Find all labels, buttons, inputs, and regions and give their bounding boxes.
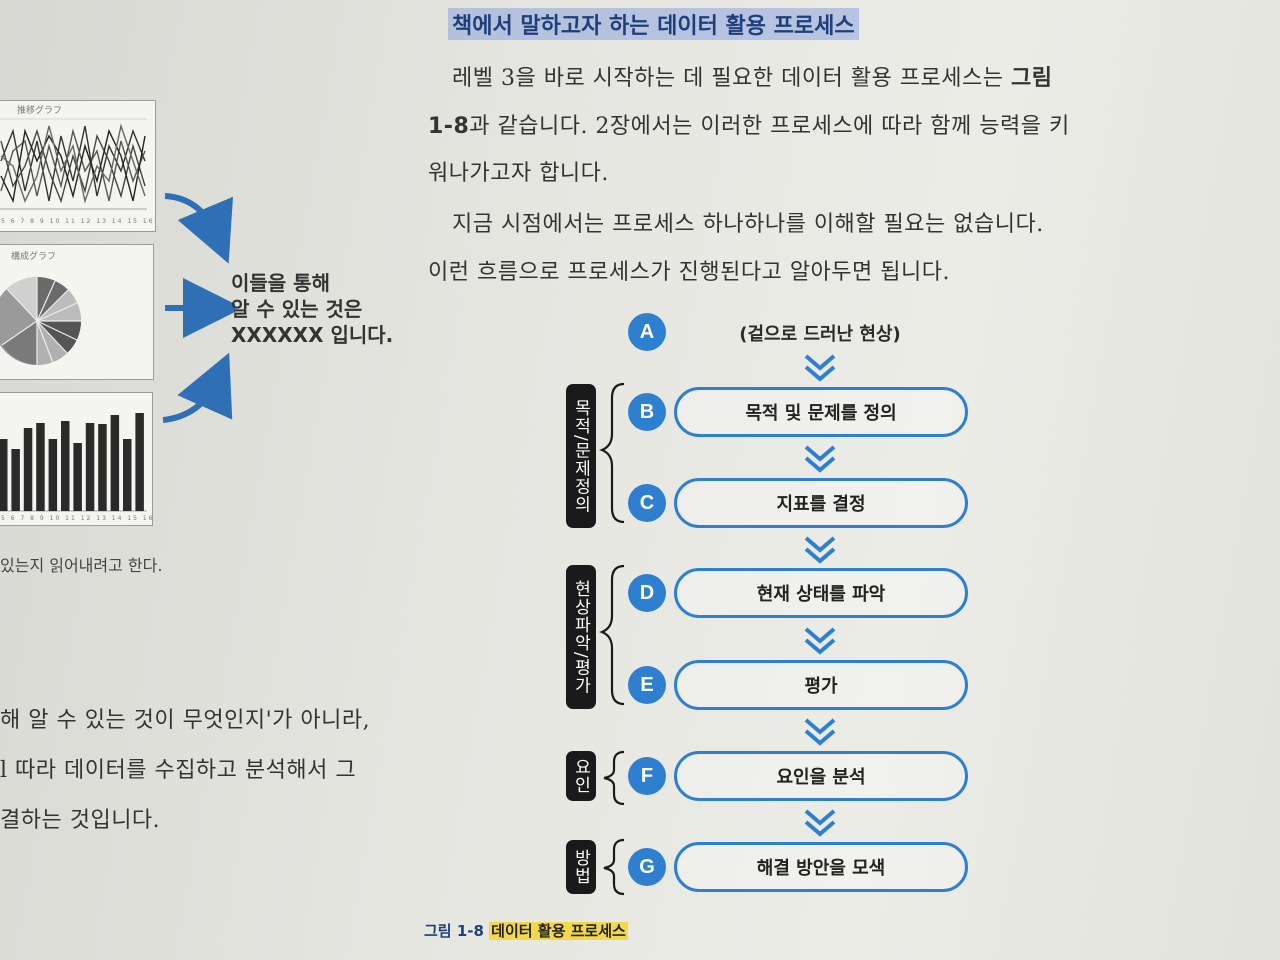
bar-3 (23, 428, 33, 511)
bar-chart-graphic (0, 413, 147, 512)
paragraph2-line1: 지금 시점에서는 프로세스 하나하나를 이해할 필요는 없습니다. (452, 212, 1044, 237)
group-tag-method: 방법 (566, 840, 596, 894)
pie-chart-title: 構成グラフ (11, 252, 57, 262)
step-b-box: 목적 및 문제를 정의 (674, 387, 968, 437)
bar-8 (85, 423, 95, 511)
callout-line2: 알 수 있는 것은 (231, 297, 363, 321)
bar-12 (135, 413, 144, 511)
bar-6 (61, 421, 70, 511)
step-c-box: 지표를 결정 (674, 478, 968, 528)
step-a-label: (겉으로 드러난 현상) (739, 324, 901, 345)
callout-line1: 이들을 통해 (231, 271, 330, 295)
step-a-circle: A (628, 313, 666, 351)
chevron-down-icon (804, 638, 836, 655)
left-text-line2: l 따라 데이터를 수집하고 분석해서 그 (0, 758, 357, 783)
line-chart-title: 推移グラフ (17, 106, 63, 116)
bar-4 (36, 423, 45, 511)
bar-1 (0, 439, 8, 511)
left-text-line1: 해 알 수 있는 것이 무엇인지'가 아니라, (0, 708, 371, 733)
step-c-circle: C (628, 484, 666, 522)
chevron-down-icon (804, 729, 836, 746)
callout-line3: XXXXXX 입니다. (231, 323, 394, 347)
paragraph1-line2: 1-8과 같습니다. 2장에서는 이러한 프로세스에 따라 함께 능력을 키 (428, 108, 1070, 140)
step-d-circle: D (628, 574, 666, 612)
line-chart-graphic (0, 118, 147, 210)
paragraph1-line2-text: 과 같습니다. 2장에서는 이러한 프로세스에 따라 함께 능력을 키 (469, 114, 1070, 139)
chevron-down-icon (804, 445, 836, 462)
chevron-down-icon (804, 365, 836, 382)
bar-2 (11, 449, 20, 511)
section-heading: 책에서 말하고자 하는 데이터 활용 프로세스 (448, 8, 859, 40)
group-tag-cause: 요인 (566, 751, 596, 801)
chevron-down-icon (804, 809, 836, 826)
bar-7 (73, 443, 82, 511)
chevron-down-icon (804, 547, 836, 564)
step-e-circle: E (628, 666, 666, 704)
arrows-graphic (162, 193, 235, 423)
chevron-down-icon (804, 718, 836, 735)
line-chart-thumbnail: 推移グラフ 5 6 7 8 9 10 11 12 13 14 15 16 (0, 100, 156, 232)
figure-ref-bold: 그림 (1010, 66, 1053, 91)
paragraph1-line3: 워나가고자 합니다. (428, 161, 609, 186)
left-text-line3: 결하는 것입니다. (0, 808, 161, 833)
chevron-down-icon (804, 456, 836, 473)
bar-chart-thumbnail: 5 6 7 8 9 10 11 12 13 14 15 16 (0, 392, 153, 526)
chevron-down-icon (804, 536, 836, 553)
step-b-circle: B (628, 393, 666, 431)
paragraph1-line1-text: 레벨 3을 바로 시작하는 데 필요한 데이터 활용 프로세스는 (452, 66, 1011, 91)
group-tag-status: 현상파악/평가 (566, 565, 596, 709)
step-d-box: 현재 상태를 파악 (674, 568, 968, 618)
figure-caption-title: 데이터 활용 프로세스 (489, 922, 628, 940)
step-f-box: 요인을 분석 (674, 751, 968, 801)
bar-9 (98, 424, 107, 511)
braces-graphic (599, 382, 625, 896)
chevron-down-icon (804, 820, 836, 837)
line-chart-ticks: 5 6 7 8 9 10 11 12 13 14 15 16 (1, 218, 155, 225)
chevron-down-icon (804, 354, 836, 371)
step-g-circle: G (628, 848, 666, 886)
step-g-box: 해결 방안을 모색 (674, 842, 968, 892)
figure-ref-number: 1-8 (428, 114, 470, 139)
step-e-box: 평가 (674, 660, 968, 710)
figure-caption: 그림 1-8 데이터 활용 프로세스 (424, 920, 628, 941)
bar-10 (110, 415, 120, 511)
arrow-up-icon (162, 352, 233, 423)
figure-caption-number: 그림 1-8 (424, 922, 484, 940)
chevron-down-icon (804, 627, 836, 644)
bar-11 (123, 439, 132, 511)
left-figure-caption: 있는지 읽어내려고 한다. (0, 556, 163, 575)
arrow-down-icon (164, 193, 233, 264)
pie-chart-thumbnail: 構成グラフ (0, 244, 154, 380)
bar-5 (48, 439, 58, 511)
callout-text: 이들을 통해 알 수 있는 것은 XXXXXX 입니다. (231, 270, 393, 348)
pie-chart-graphic (0, 277, 81, 365)
bar-chart-ticks: 5 6 7 8 9 10 11 12 13 14 15 16 (1, 515, 155, 522)
step-f-circle: F (628, 757, 666, 795)
paragraph2-line2: 이런 흐름으로 프로세스가 진행된다고 알아두면 됩니다. (428, 260, 950, 285)
paragraph1-line1: 레벨 3을 바로 시작하는 데 필요한 데이터 활용 프로세스는 그림 (452, 60, 1052, 92)
group-tag-purpose: 목적/문제정의 (566, 384, 596, 528)
